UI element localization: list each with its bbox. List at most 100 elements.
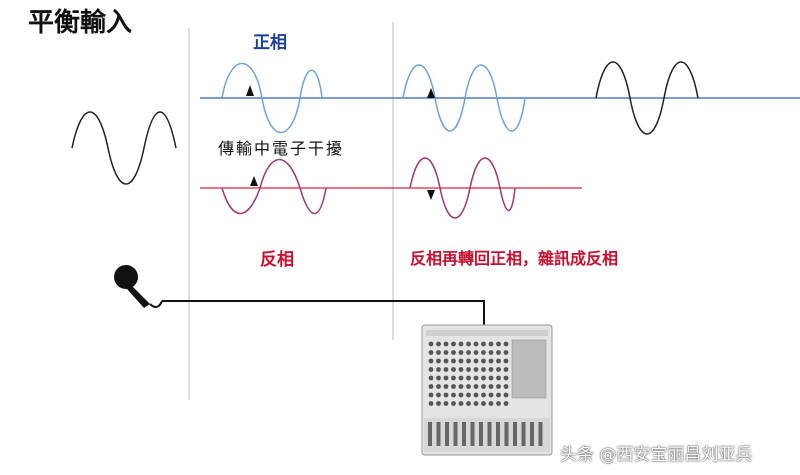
watermark: 头条 @西安宝丽昌刘亚兵 [560,445,753,465]
mixer-knob [436,401,441,406]
mixer-knob [481,350,486,355]
mixer-knob [488,350,494,355]
interference-label: 傳輸中電子干擾 [218,139,345,158]
microphone-icon [114,265,163,308]
positive-phase-label: 正相 [253,33,287,53]
mixer-knob [466,375,471,381]
mixer-knob [503,401,509,406]
mixer-knob [488,401,494,406]
mixer-knob [451,350,456,355]
mixer-knob [458,392,464,398]
mixer-knob [496,367,501,372]
mixer-knob [503,367,509,372]
mixer-knob [436,350,441,355]
mixer-knob [458,341,464,347]
mixer-knob [458,367,464,372]
mixer-knob [488,375,494,381]
mixer-console-icon [421,324,553,456]
microphone-cable [162,300,485,326]
mixer-knob [496,384,501,389]
mixer-knob [481,401,486,406]
mixer-knob [496,341,501,347]
mixer-fader [445,422,449,446]
mixer-knob [458,401,464,406]
negative-phase-label: 反相 [260,250,294,270]
mixer-knob [428,367,434,372]
mixer-knob [473,358,479,364]
mixer-knob [488,341,494,347]
mixer-knob [473,392,479,398]
mixer-fader [538,422,543,446]
mixer-knob [428,392,434,398]
mixer-knob [481,367,486,372]
input-signal-wave [71,111,177,185]
mixer-knob [503,384,509,389]
mixer-knob [466,384,471,389]
mixer-knob [503,358,509,364]
mixer-knob [496,358,501,364]
mixer-knob [503,375,509,381]
mixer-knob [466,341,471,347]
mixer-knob [466,367,471,372]
mixer-knob [488,358,494,364]
mixer-knob [473,367,479,372]
mixer-knob [481,384,486,389]
mixer-knob [458,384,464,389]
mixer-fader [428,422,432,446]
mixer-knob [473,401,479,406]
mixer-knob [488,392,494,398]
page-title: 平衡輸入 [28,8,133,38]
mixer-knob [466,358,471,364]
mixer-knob [451,384,456,389]
mixer-knob [451,341,456,347]
mixer-knob [488,384,494,389]
mixer-fader [530,422,534,446]
noise-spike-negative-2 [427,190,435,200]
mixer-knob [473,375,479,381]
mixer-knob [443,375,449,381]
mixer-knob [436,384,441,389]
mixer-knob [443,384,449,389]
mixer-knob [428,401,434,406]
mixer-knob [451,367,456,372]
negative-wave-1 [221,158,327,215]
mixer-knob [428,350,434,355]
mixer-knob [481,341,486,347]
mixer-fader [487,422,492,446]
mixer-fader [513,422,517,446]
mixer-knob [466,401,471,406]
mixer-fader [496,422,500,446]
mixer-knob [458,358,464,364]
output-signal-wave [595,61,699,135]
mixer-knob [503,392,509,398]
mixer-knob [481,392,486,398]
mixer-knob [451,358,456,364]
mixer-knob [428,358,434,364]
mixer-knob [443,367,449,372]
mixer-knob [503,350,509,355]
mixer-knob [436,358,441,364]
mixer-fader [470,422,475,446]
negative-wave-2 [409,157,516,219]
mixer-knob [443,341,449,347]
mixer-knob [481,358,486,364]
positive-wave-2 [402,64,526,132]
mixer-knob [451,401,456,406]
mixer-knob [451,375,456,381]
mixer-knob [451,392,456,398]
noise-spike-positive-1 [246,85,254,96]
mixer-fader [479,422,483,446]
noise-spike-positive-2 [427,88,435,98]
mixer-fader [436,422,441,446]
mixer-knob [458,350,464,355]
mixer-knob [473,384,479,389]
mixer-knob [458,375,464,381]
mixer-knob [428,375,434,381]
mixer-knob [481,375,486,381]
mixer-knob [496,375,501,381]
mixer-knob [436,367,441,372]
mixer-knob [466,350,471,355]
mixer-knob [473,341,479,347]
mixer-knob [436,341,441,347]
